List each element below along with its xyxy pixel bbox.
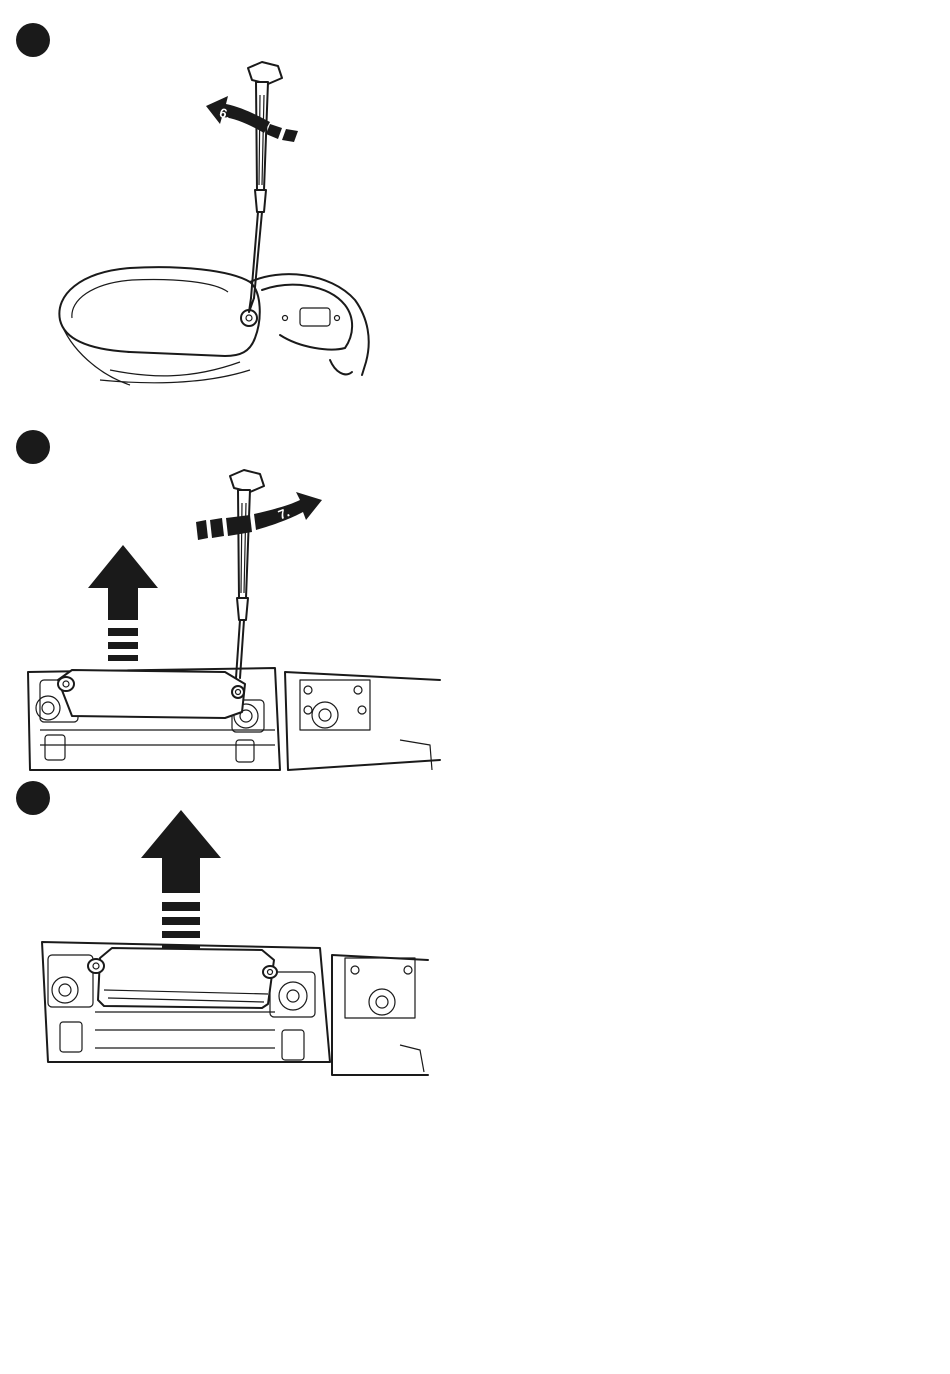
- rotate-arrow-icon: 6.: [206, 96, 298, 142]
- cover-screw: [232, 686, 244, 698]
- lift-arrow-icon: [141, 810, 221, 950]
- rotate-arrow-icon: 7.: [196, 492, 322, 540]
- battery-cover: [59, 267, 259, 385]
- step-marker-icon: [16, 430, 50, 464]
- battery-cover: [58, 670, 245, 718]
- lift-arrow-icon: [88, 545, 158, 661]
- screwdriver-icon: [230, 470, 264, 678]
- step-1-panel: 6.: [16, 23, 369, 385]
- step-3-panel: [16, 781, 428, 1075]
- step-marker-icon: [16, 781, 50, 815]
- battery-cover: [88, 948, 277, 1008]
- step-marker-icon: [16, 23, 50, 57]
- step-2-panel: 7.: [16, 430, 440, 770]
